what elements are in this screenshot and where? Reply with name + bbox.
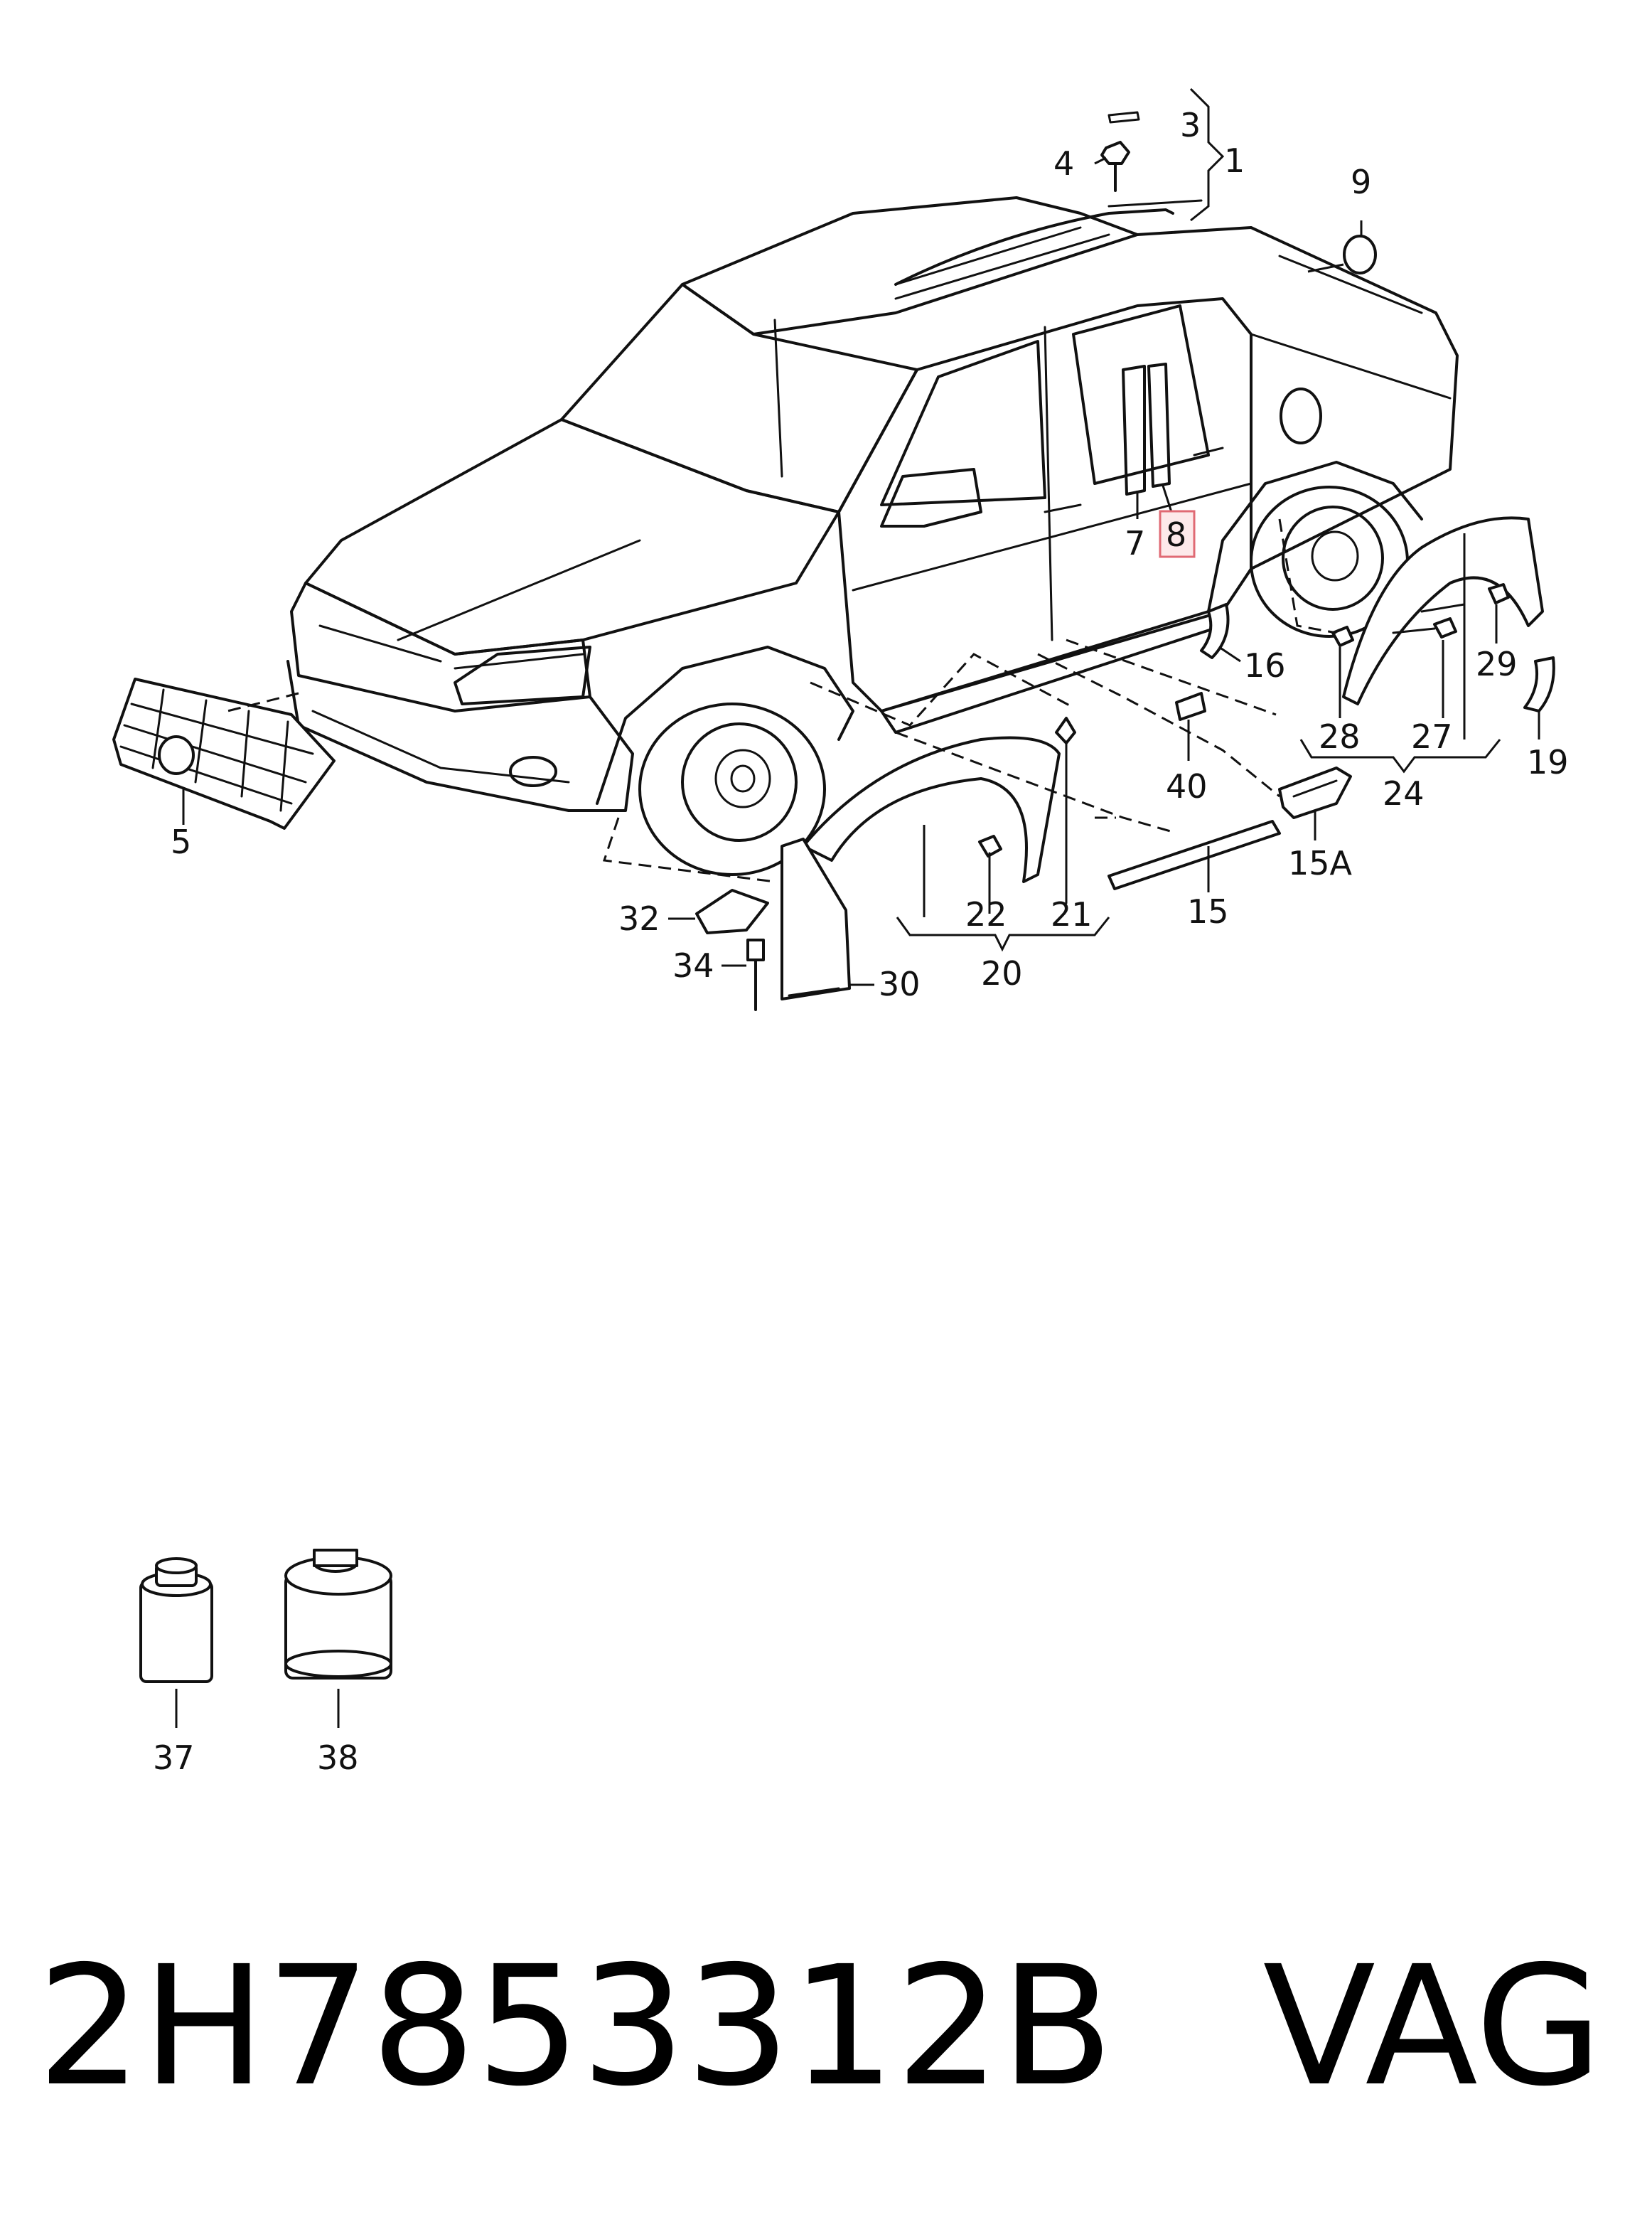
- cap-9-icon: [1343, 235, 1377, 274]
- callout-3: 3: [1180, 106, 1201, 144]
- screw-27-drawing: [1433, 617, 1457, 639]
- callout-32: 32: [618, 899, 660, 938]
- callout-20: 20: [981, 954, 1023, 993]
- callout-28: 28: [1319, 717, 1361, 756]
- callout-labels: 3 1 4 9 7 8 16 29 28 27 19 24 5 40 15A 1…: [153, 106, 1569, 1777]
- callout-5: 5: [171, 823, 191, 861]
- pickup-truck-drawing: [286, 196, 1459, 876]
- callout-21: 21: [1051, 895, 1093, 934]
- bracket-32-drawing: [695, 889, 769, 934]
- trim-16-drawing: [1200, 603, 1230, 659]
- bolt-4-icon: [1100, 141, 1130, 192]
- callout-19: 19: [1527, 743, 1569, 781]
- rivet-34-icon: [746, 939, 765, 1011]
- screw-22-drawing: [978, 835, 1002, 858]
- callout-38: 38: [317, 1739, 359, 1777]
- clip-21-drawing: [1055, 717, 1076, 744]
- container-38-drawing: [284, 1549, 392, 1680]
- callout-15a: 15A: [1288, 844, 1353, 882]
- container-37-drawing: [139, 1557, 213, 1683]
- callout-29: 29: [1476, 645, 1518, 683]
- trim-19-drawing: [1523, 656, 1555, 712]
- callout-30: 30: [879, 965, 921, 1003]
- exploded-parts: [112, 111, 1555, 1683]
- nut-29-drawing: [1488, 583, 1510, 604]
- wheel-flare-24-drawing: [1342, 516, 1544, 705]
- flare-30-drawing: [781, 838, 851, 1000]
- leader-lines: [175, 87, 1540, 1728]
- callout-34: 34: [672, 946, 714, 985]
- wheel-flare-20-drawing: [802, 736, 1061, 883]
- callout-37: 37: [153, 1739, 195, 1777]
- trim-15a-drawing: [1278, 767, 1352, 819]
- clip-40-drawing: [1175, 692, 1206, 721]
- grille-5-drawing: [112, 678, 336, 830]
- brand-name: VAG: [1262, 1931, 1603, 2122]
- sill-strip-15-drawing: [1107, 820, 1281, 890]
- callout-15: 15: [1187, 892, 1229, 931]
- callout-24: 24: [1383, 774, 1425, 813]
- clip-28-drawing: [1331, 626, 1354, 647]
- callout-9: 9: [1351, 163, 1371, 201]
- callout-8: 8: [1166, 516, 1186, 554]
- footer-caption: 2H7853312B VAG: [37, 1920, 1629, 2133]
- callout-7: 7: [1125, 524, 1145, 562]
- callout-4: 4: [1053, 144, 1074, 183]
- callout-16: 16: [1244, 646, 1286, 685]
- callout-27: 27: [1411, 717, 1453, 756]
- part-number: 2H7853312B: [37, 1931, 1114, 2122]
- highlight-box: [1159, 510, 1196, 558]
- callout-1: 1: [1224, 141, 1245, 180]
- callout-22: 22: [965, 895, 1007, 934]
- callout-40: 40: [1166, 767, 1208, 806]
